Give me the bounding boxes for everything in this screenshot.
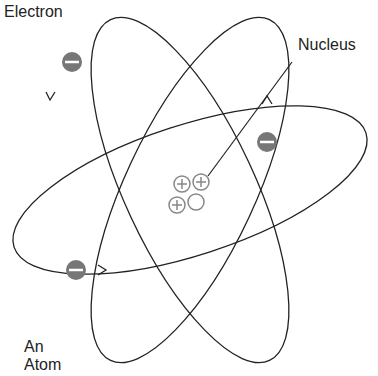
electron <box>62 52 82 72</box>
orbit <box>0 71 378 309</box>
nucleus <box>169 174 209 213</box>
orbit <box>52 0 329 376</box>
leader-line <box>208 62 292 176</box>
electron <box>66 260 86 280</box>
atom-caption-label: An Atom <box>24 338 70 374</box>
orbit <box>52 0 329 376</box>
nucleus-label: Nucleus <box>298 36 374 54</box>
orbit-arrow <box>98 265 106 275</box>
electron-label: Electron <box>4 3 94 21</box>
electron <box>257 132 277 152</box>
orbit-arrow <box>46 92 55 100</box>
